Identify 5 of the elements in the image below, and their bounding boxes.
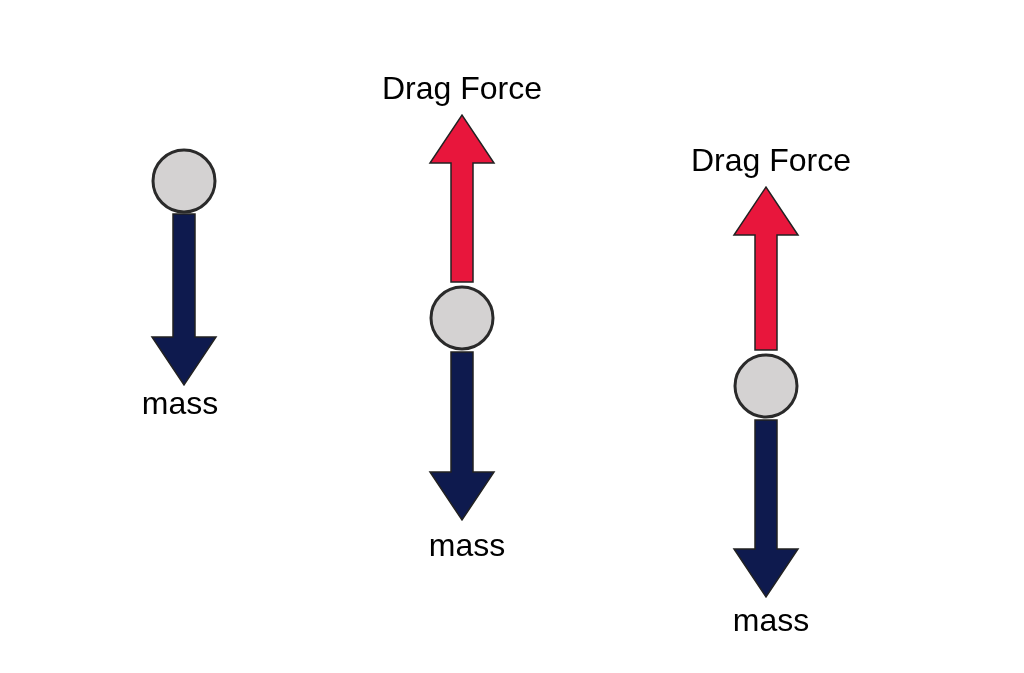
force-label: Drag Force bbox=[691, 144, 851, 176]
force-label: mass bbox=[141, 387, 219, 419]
force-label: Drag Force bbox=[382, 72, 542, 104]
force-label: mass bbox=[428, 529, 506, 561]
force-label: mass bbox=[732, 604, 810, 636]
